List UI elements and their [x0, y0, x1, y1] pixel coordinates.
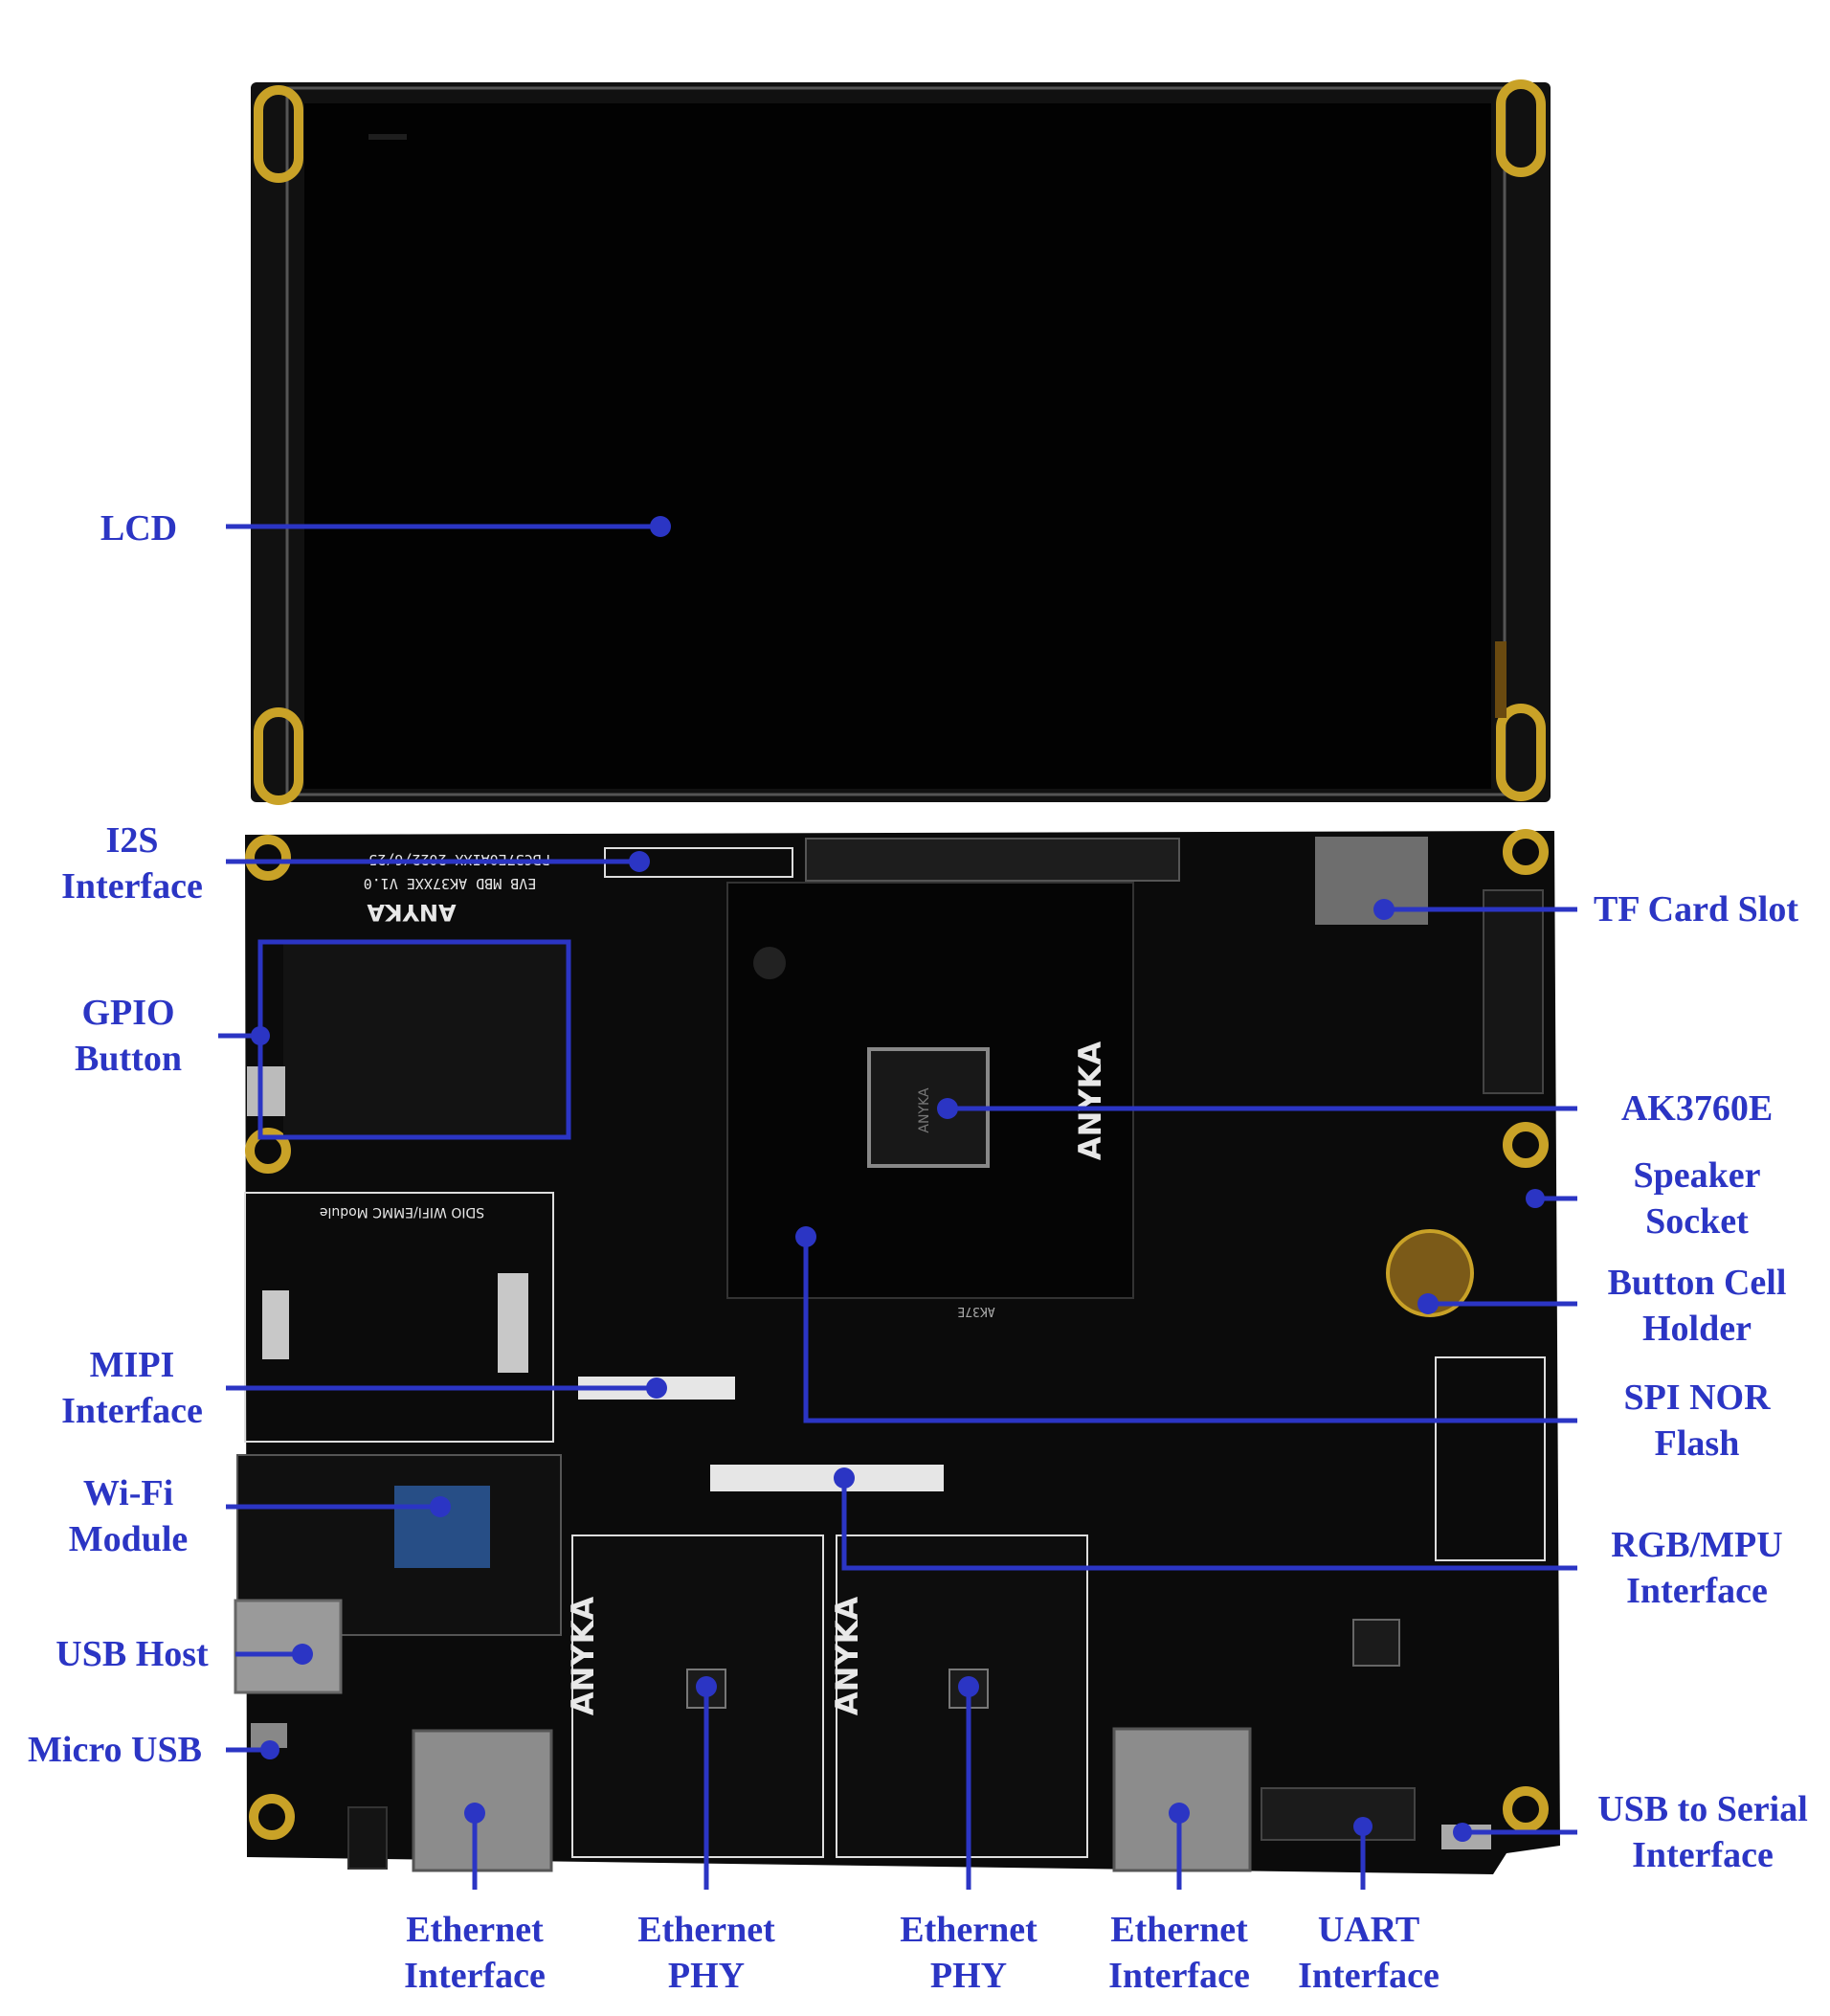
lcd-screen — [304, 103, 1491, 789]
core-board-brand: ANYKA — [1072, 1042, 1108, 1161]
annotation-dots — [251, 516, 1545, 1842]
pcb-mount-hole — [1503, 1786, 1549, 1832]
lcd-mount-hole-tl — [254, 85, 303, 183]
main-pcb: PBC37E0AIXX 2022/6/25 EVB MBD AK37XXE V1… — [234, 829, 1560, 1874]
label-micro-usb: Micro USB — [28, 1730, 202, 1770]
dot-gpio — [251, 1026, 270, 1045]
usb-host-port — [234, 1599, 343, 1694]
lcd-panel — [251, 79, 1551, 805]
switch — [247, 1066, 285, 1116]
dc-jack — [347, 1806, 388, 1870]
label-usb-host: USB Host — [56, 1634, 209, 1674]
dot-eth-if-right — [1169, 1803, 1190, 1824]
dot-micro-usb — [260, 1740, 279, 1759]
lcd-frame — [285, 86, 1506, 796]
leader-spi-nor — [803, 1237, 1577, 1423]
rj45-left — [412, 1729, 553, 1872]
pcb-mount-hole — [249, 1794, 295, 1840]
label-ak3760e: AK3760E — [1620, 1088, 1774, 1129]
pcb-mount-hole — [1503, 829, 1549, 875]
dot-spi-nor — [795, 1226, 816, 1247]
annotation-leaders — [218, 524, 1577, 1890]
lcd-mount-hole-br — [1496, 704, 1546, 801]
dot-eth-if-left — [464, 1803, 485, 1824]
dot-eth-phy-left — [696, 1676, 717, 1697]
silk-model: EVB MBD AK37XXE V1.0 — [364, 875, 537, 892]
dot-wifi — [430, 1496, 451, 1517]
lcd-reflection — [368, 134, 407, 140]
core-board-mark — [753, 947, 786, 979]
dot-rgb-mpu — [834, 1467, 855, 1489]
right-pin-header — [1483, 889, 1544, 1094]
top-header-connector — [805, 838, 1180, 882]
label-tf-card: TF Card Slot — [1594, 889, 1798, 930]
uart-header — [1261, 1787, 1416, 1841]
emmc-connector-small — [262, 1290, 289, 1359]
dot-button-cell — [1417, 1293, 1439, 1314]
antenna-area — [1435, 1356, 1546, 1561]
lcd-mount-hole-tr — [1496, 79, 1546, 177]
rgb-connector — [710, 1465, 944, 1491]
dot-lcd — [650, 516, 671, 537]
pcb-mount-hole — [245, 835, 291, 881]
sdio-module-title: SDIO WIFI/EMMC Module — [320, 1204, 484, 1220]
leader-rgb-mpu — [841, 1478, 1577, 1571]
lcd-flex-cable — [1495, 641, 1506, 718]
dot-usb-serial — [1453, 1823, 1472, 1842]
button-cell-holder — [1386, 1229, 1474, 1317]
pcb-mount-hole — [245, 1128, 291, 1174]
soc-chip-marking: ANYKA — [917, 1087, 932, 1133]
button-block — [283, 942, 569, 1137]
dot-tf-card — [1373, 899, 1395, 920]
usb-serial-chip — [1352, 1619, 1400, 1667]
dot-speaker — [1526, 1189, 1545, 1208]
dot-ak3760e — [937, 1098, 958, 1119]
dot-usb-host — [292, 1644, 313, 1665]
dot-eth-phy-right — [958, 1676, 979, 1697]
emmc-connector — [498, 1273, 528, 1373]
pcb-mount-hole — [1503, 1122, 1549, 1168]
eth-phy-right-brand: ANYKA — [829, 1597, 865, 1716]
sdio-module — [244, 1192, 554, 1443]
dot-i2s — [629, 851, 650, 872]
dot-mipi — [646, 1378, 667, 1399]
silk-brand: ANYKA — [367, 899, 457, 926]
lcd-mount-hole-bl — [254, 707, 303, 805]
rj45-right — [1112, 1727, 1252, 1872]
eth-phy-left-brand: ANYKA — [565, 1597, 601, 1716]
core-board-marking: AK37E — [957, 1304, 994, 1318]
label-lcd: LCD — [100, 508, 178, 549]
dot-uart — [1353, 1817, 1372, 1836]
